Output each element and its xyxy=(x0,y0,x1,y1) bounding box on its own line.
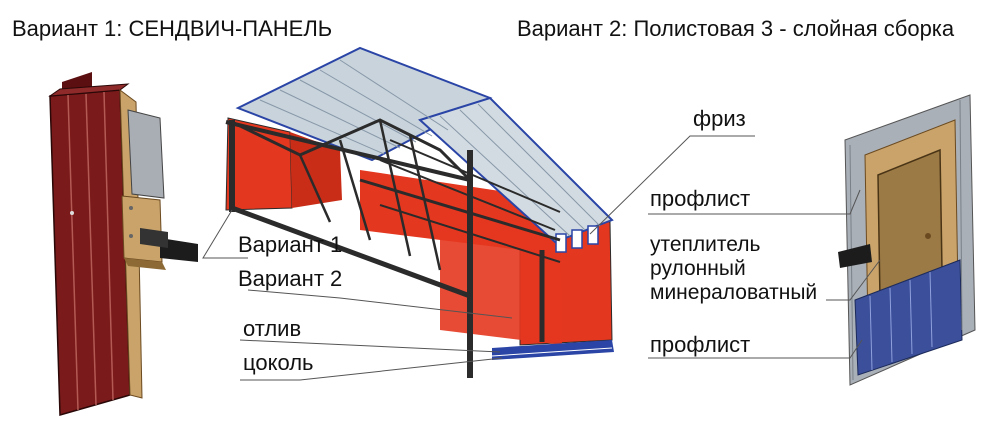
building-frame xyxy=(225,46,614,378)
label-insulation-line2: рулонный xyxy=(650,257,746,280)
sandwich-panel xyxy=(48,72,198,416)
label-tsokol: цоколь xyxy=(243,350,314,375)
label-variant2: Вариант 2 xyxy=(238,266,343,291)
label-friz: фриз xyxy=(693,106,746,131)
variant1-title: Вариант 1: СЕНДВИЧ-ПАНЕЛЬ xyxy=(12,16,333,41)
label-variant1: Вариант 1 xyxy=(238,232,343,257)
label-insulation-line1: утеплитель xyxy=(650,233,761,256)
label-proflist-bottom: профлист xyxy=(650,332,751,357)
label-otliv: отлив xyxy=(243,316,302,341)
label-proflist-top: профлист xyxy=(650,186,751,211)
label-insulation-line3: минераловатный xyxy=(650,281,818,304)
layered-wall xyxy=(838,94,976,386)
leader-lines xyxy=(202,135,881,381)
variant2-title: Вариант 2: Полистовая 3 - слойная сборка xyxy=(517,16,955,41)
